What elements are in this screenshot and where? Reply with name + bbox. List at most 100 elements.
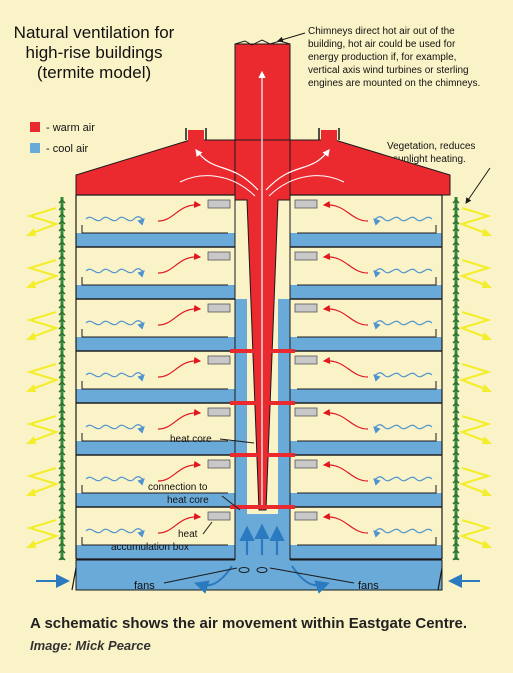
left-slab-cool — [76, 285, 235, 299]
vegetation-leaf — [452, 521, 460, 526]
left-ceiling-line — [81, 225, 228, 234]
vegetation-leaf — [452, 472, 460, 477]
sunlight-arrow-right — [458, 414, 492, 444]
right-slab-cool — [290, 337, 442, 351]
vegetation-leaf — [452, 493, 460, 498]
sunlight-arrow-left — [26, 310, 60, 340]
roof-and-chimney — [75, 39, 451, 196]
vegetation-leaf — [58, 493, 66, 498]
vegetation-leaf — [452, 227, 460, 232]
vegetation-leaf — [452, 304, 460, 309]
vegetation-leaf — [58, 465, 66, 470]
vegetation-leaf — [58, 234, 66, 239]
chimney-note-line-5: engines are mounted on the chimneys. — [308, 78, 480, 89]
vegetation-leaf — [58, 507, 66, 512]
vegetation-leaf — [452, 465, 460, 470]
right-ceiling-line — [297, 225, 437, 234]
fans-pointer-right — [269, 567, 355, 584]
chimney-note-line-1: Chimneys direct hot air out of the — [308, 26, 455, 37]
warm-air-arrow — [322, 252, 369, 274]
title-line-1: Natural ventilation for — [14, 23, 175, 42]
vegetation-leaf — [452, 206, 460, 211]
vegetation-leaf — [58, 402, 66, 407]
vegetation-leaf — [452, 458, 460, 463]
heat-accumulation-box — [294, 511, 318, 521]
vegetation-leaf — [58, 374, 66, 379]
vegetation-leaf — [452, 353, 460, 358]
sunlight-arrowhead — [482, 228, 492, 236]
vegetation-note-line-1: Vegetation, reduces — [387, 141, 475, 152]
vegetation-leaf — [452, 199, 460, 204]
vegetation-leaf — [58, 255, 66, 260]
right-ceiling-line — [297, 381, 437, 390]
vegetation-leaf — [452, 549, 460, 554]
roof-curl-right-arrow — [265, 149, 330, 191]
sunlight-arrowhead — [26, 488, 36, 496]
left-ceiling-line — [81, 277, 228, 286]
chimney-note-line-2: building, hot air could be used for — [308, 39, 456, 50]
chimney-pointer-arrow — [277, 32, 306, 43]
heat-accumulation-box — [207, 199, 231, 209]
vegetation-leaf — [58, 451, 66, 456]
vegetation-leaf — [58, 430, 66, 435]
vegetation-leaf — [58, 500, 66, 505]
warm-air-arrow — [322, 304, 369, 326]
vegetation-leaf — [58, 332, 66, 337]
left-slab-cool — [76, 441, 235, 455]
sunlight-arrow-right — [458, 206, 492, 236]
left-ceiling-line — [81, 433, 228, 442]
heat-accumulation-box — [207, 251, 231, 261]
vegetation-leaf — [58, 339, 66, 344]
warm-air-arrow — [322, 512, 369, 534]
fans-label-left: fans — [134, 580, 155, 592]
heat-accumulation-box — [294, 199, 318, 209]
left-fan-blade — [71, 567, 77, 591]
roof-swoop-left — [179, 175, 256, 197]
warm-air-arrow — [157, 460, 202, 482]
legend-warm-swatch — [30, 122, 40, 132]
vegetation-leaf — [452, 500, 460, 505]
heat-accumulation-box — [207, 355, 231, 365]
sunlight-arrowhead — [26, 228, 36, 236]
fans-label-right: fans — [358, 580, 379, 592]
vegetation-leaf — [58, 304, 66, 309]
vegetation-leaf — [58, 297, 66, 302]
heat-accumulation-box — [207, 459, 231, 469]
vegetation-leaf — [58, 353, 66, 358]
vegetation-leaf — [58, 395, 66, 400]
title-line-3: (termite model) — [37, 63, 151, 82]
accumulation-label-line-2: accumulation box — [111, 542, 189, 553]
cool-air-arrow — [373, 268, 433, 278]
vegetation-leaf — [58, 318, 66, 323]
cool-air-arrow — [85, 320, 145, 330]
vegetation-leaf — [58, 458, 66, 463]
vegetation-leaf — [58, 311, 66, 316]
warm-air-arrow — [322, 408, 369, 430]
basement-core-walls — [234, 514, 291, 560]
vegetation-leaf — [452, 262, 460, 267]
vegetation-leaf — [452, 430, 460, 435]
connection-label-line-1: connection to — [148, 482, 208, 493]
vegetation-leaf — [58, 444, 66, 449]
left-room-outline — [75, 506, 235, 560]
vegetation-leaf — [58, 206, 66, 211]
core-right-cool — [278, 403, 290, 455]
heat-accumulation-box — [294, 407, 318, 417]
vegetation-leaf — [452, 248, 460, 253]
heat-accumulation-box — [294, 459, 318, 469]
vegetation-leaf — [452, 255, 460, 260]
vegetation-leaf — [58, 486, 66, 491]
vegetation-leaf — [452, 318, 460, 323]
vegetation-leaf — [58, 227, 66, 232]
heat-core-label: heat core — [170, 434, 212, 445]
sunlight-arrowhead — [482, 384, 492, 392]
vegetation-leaf — [58, 325, 66, 330]
vegetation-leaf — [452, 535, 460, 540]
center-fan-right — [256, 567, 268, 573]
vegetation-leaf — [58, 388, 66, 393]
vegetation-leaf — [58, 241, 66, 246]
vegetation-leaf — [452, 556, 460, 561]
vegetation-note-line-2: sunlight heating. — [393, 154, 466, 165]
left-ceiling-line — [81, 381, 228, 390]
legend: - warm air - cool air — [30, 122, 95, 155]
